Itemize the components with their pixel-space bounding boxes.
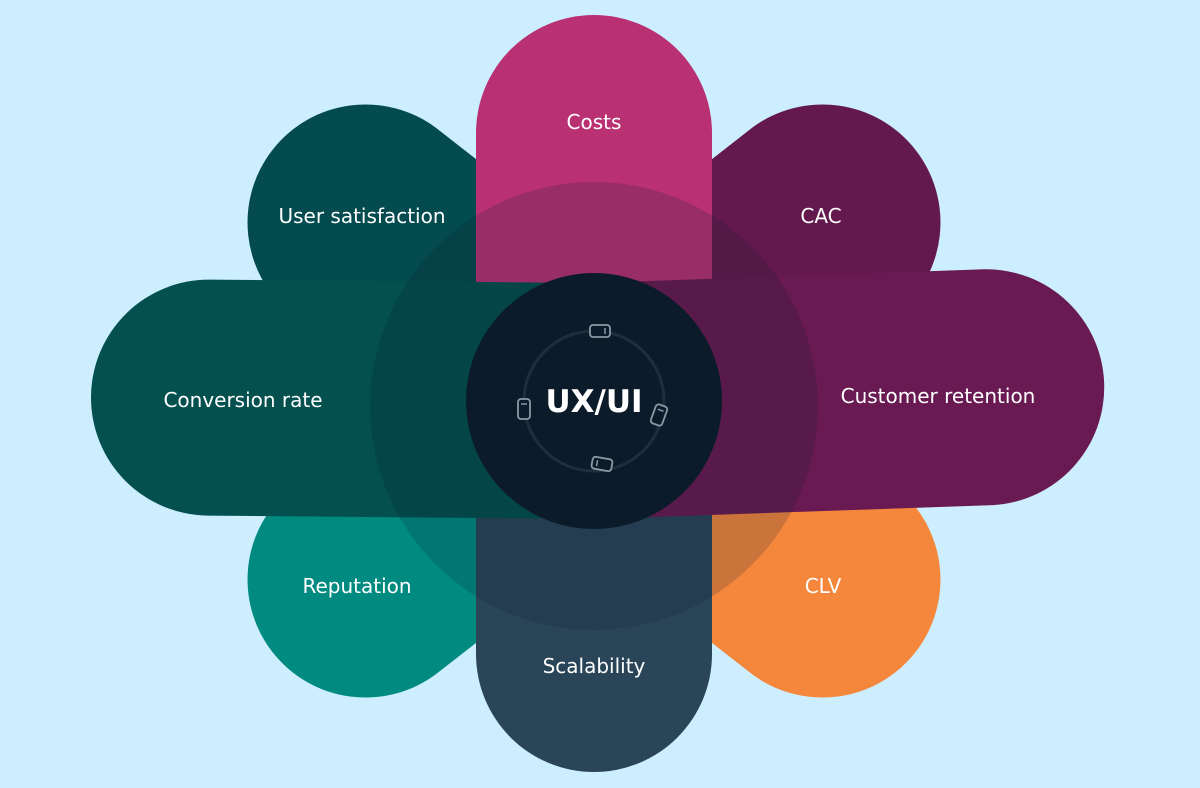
center-circle <box>466 273 722 529</box>
center-icons <box>517 324 669 473</box>
petal-label-conversion-rate: Conversion rate <box>163 388 322 412</box>
center-label: UX/UI <box>545 384 642 420</box>
petal-shape-conversion-rate <box>90 279 595 519</box>
petal-label-reputation: Reputation <box>302 574 411 598</box>
petal-label-scalability: Scalability <box>543 654 646 678</box>
petal-customer-retention: Customer retention <box>589 269 1105 519</box>
petal-label-user-satisfaction: User satisfaction <box>278 204 445 228</box>
petal-conversion-rate: Conversion rate <box>90 279 595 519</box>
petal-label-clv: CLV <box>805 574 842 598</box>
center-hub: UX/UI <box>466 273 722 529</box>
petal-shape-customer-retention <box>589 269 1105 519</box>
bottom-device-icon <box>590 455 614 473</box>
top-device-icon <box>589 324 611 338</box>
right-device-icon <box>649 403 669 427</box>
left-device-icon <box>517 398 531 420</box>
petal-label-customer-retention: Customer retention <box>841 384 1036 408</box>
petal-label-cac: CAC <box>800 204 841 228</box>
petal-label-costs: Costs <box>567 110 622 134</box>
